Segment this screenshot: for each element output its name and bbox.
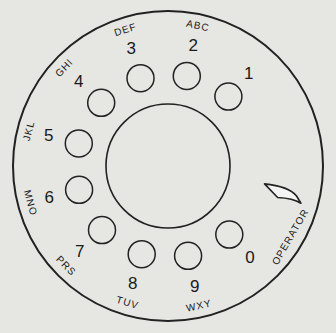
finger-hole (89, 217, 116, 244)
finger-hole (216, 221, 243, 248)
dial-letters: TUV (115, 295, 140, 311)
dial-center (106, 104, 230, 228)
dial-letters: GHI (53, 57, 75, 79)
dial-number: 7 (75, 243, 84, 260)
dial-number: 5 (44, 127, 53, 144)
dial-number: 1 (244, 65, 253, 82)
dial-number: 2 (188, 37, 197, 54)
dial-number: 8 (128, 275, 137, 292)
dial-number: 3 (127, 40, 136, 57)
finger-hole (215, 83, 242, 110)
finger-hole (88, 89, 115, 116)
finger-holes (65, 62, 243, 269)
dial-letters: WXY (186, 298, 213, 313)
finger-hole (65, 130, 92, 157)
finger-stop (262, 183, 304, 204)
dial-number: 4 (74, 73, 83, 90)
dial-number: 6 (45, 189, 54, 206)
finger-hole (127, 65, 154, 92)
dial-number: 0 (245, 249, 254, 266)
dial-letters: MNO (22, 189, 38, 217)
operator-mark: OPERATOR (270, 207, 310, 267)
dial-letters: DEF (113, 21, 138, 37)
finger-hole (173, 62, 200, 89)
finger-hole (128, 241, 155, 268)
finger-hole (66, 176, 93, 203)
dial-rim (13, 11, 323, 321)
finger-hole (175, 242, 202, 269)
dial-number: 9 (190, 278, 199, 295)
dial-letters: JKL (22, 120, 37, 142)
dial-letters: ABC (185, 19, 210, 34)
